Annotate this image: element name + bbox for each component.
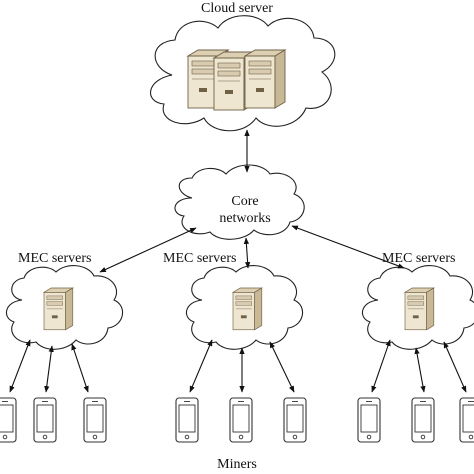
- link-miner-mid-1: [189, 339, 213, 393]
- link-core-mec-middle: [243, 237, 251, 269]
- cloud-server-icon: [187, 49, 286, 111]
- mec-servers-label-middle: MEC servers: [163, 251, 237, 266]
- link-core-mec-left: [99, 227, 197, 273]
- link-miner-left-3: [71, 343, 89, 393]
- core-networks-label: Core networks: [190, 193, 300, 227]
- link-miner-right-1: [371, 339, 391, 393]
- miner-phone-left-3-icon: [83, 397, 107, 443]
- miner-phone-right-3-icon: [459, 397, 474, 443]
- link-miner-right-3: [443, 341, 467, 393]
- miner-phone-right-1-icon: [357, 397, 381, 443]
- miner-phone-mid-3-icon: [283, 397, 307, 443]
- core-networks-label-line1: Core: [231, 194, 259, 209]
- mec-server-icon-middle: [232, 287, 263, 331]
- miners-label: Miners: [217, 457, 257, 472]
- link-miner-left-1: [9, 339, 31, 393]
- link-miner-right-2: [414, 347, 426, 393]
- miner-phone-left-1-icon: [0, 397, 17, 443]
- cloud-server-label: Cloud server: [201, 1, 273, 16]
- link-miner-left-2: [44, 345, 54, 393]
- mec-server-icon-right: [404, 287, 435, 331]
- mec-servers-label-left: MEC servers: [18, 251, 92, 266]
- mec-servers-label-right: MEC servers: [382, 251, 456, 266]
- mec-server-icon-left: [43, 287, 74, 331]
- miner-phone-mid-1-icon: [175, 397, 199, 443]
- link-miner-mid-3: [269, 341, 295, 393]
- miner-phone-mid-2-icon: [229, 397, 253, 443]
- link-core-mec-right: [291, 225, 405, 269]
- miner-phone-left-2-icon: [33, 397, 57, 443]
- core-networks-label-line2: networks: [219, 211, 271, 226]
- miner-phone-right-2-icon: [411, 397, 435, 443]
